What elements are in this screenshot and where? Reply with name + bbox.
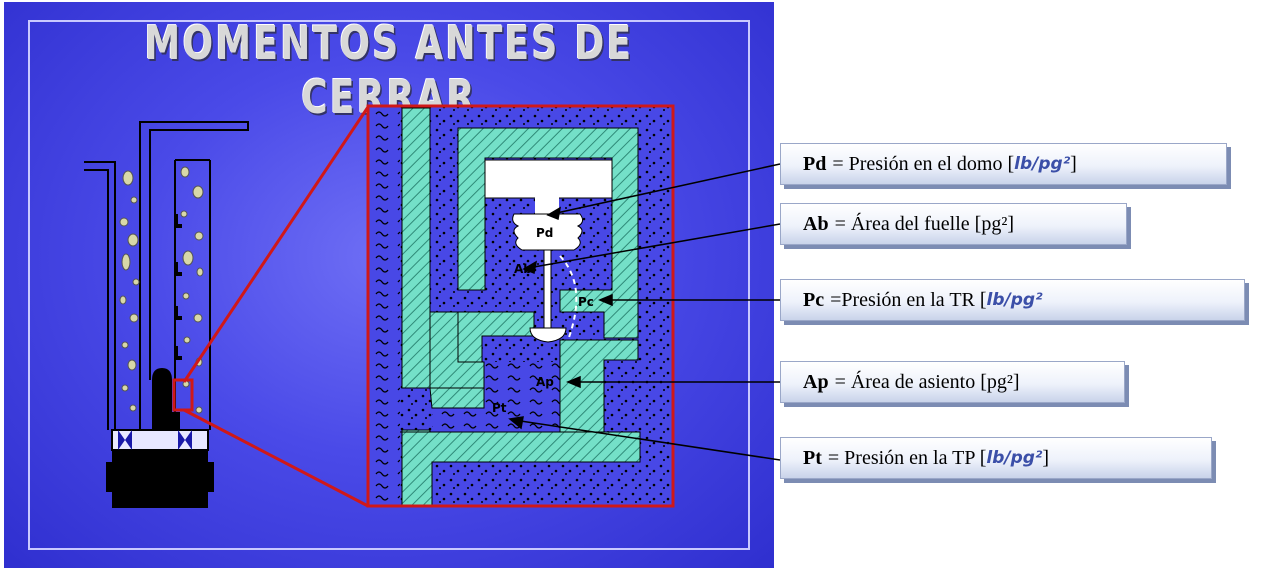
label-text-pc: =Presión en la TR [ bbox=[830, 288, 987, 311]
label-close-pt: ] bbox=[1042, 446, 1050, 469]
label-box-pd: Pd = Presión en el domo [ lb/pg² ] bbox=[780, 143, 1227, 185]
label-abbr-ap: Ap bbox=[803, 370, 829, 393]
slide-inner-frame bbox=[28, 20, 750, 550]
diagram-label-pt: Pt bbox=[492, 401, 507, 415]
label-unit-pd: lb/pg² bbox=[1014, 154, 1071, 174]
label-text-ap: = Área de asiento [pg²] bbox=[834, 370, 1020, 393]
label-close-pd: ] bbox=[1070, 152, 1077, 175]
label-box-ab: Ab = Área del fuelle [pg²] bbox=[780, 203, 1127, 245]
zoomed-valve: Pd Ab Pc Ap Pt bbox=[366, 104, 675, 508]
label-abbr-pc: Pc bbox=[803, 288, 825, 311]
well-schematic bbox=[84, 121, 249, 508]
diagram-label-ap: Ap bbox=[536, 375, 554, 389]
diagram-label-pd: Pd bbox=[536, 226, 553, 240]
label-abbr-ab: Ab bbox=[803, 212, 829, 235]
label-text-pd: = Presión en el domo [ bbox=[832, 152, 1015, 175]
label-text-ab: = Área del fuelle [pg²] bbox=[834, 212, 1014, 235]
label-abbr-pt: Pt bbox=[803, 446, 822, 469]
zoom-connector-lines bbox=[182, 106, 370, 508]
label-unit-pc: lb/pg² bbox=[986, 290, 1043, 310]
label-box-pc: Pc =Presión en la TR [ lb/pg² bbox=[780, 279, 1245, 321]
label-text-pt: = Presión en la TP [ bbox=[827, 446, 987, 469]
label-abbr-pd: Pd bbox=[803, 152, 827, 175]
label-box-ap: Ap = Área de asiento [pg²] bbox=[780, 361, 1125, 403]
leader-arrows bbox=[508, 163, 781, 461]
label-unit-pt: lb/pg² bbox=[986, 448, 1043, 468]
label-box-pt: Pt = Presión en la TP [ lb/pg² ] bbox=[780, 437, 1212, 479]
diagram-label-pc: Pc bbox=[578, 295, 594, 309]
